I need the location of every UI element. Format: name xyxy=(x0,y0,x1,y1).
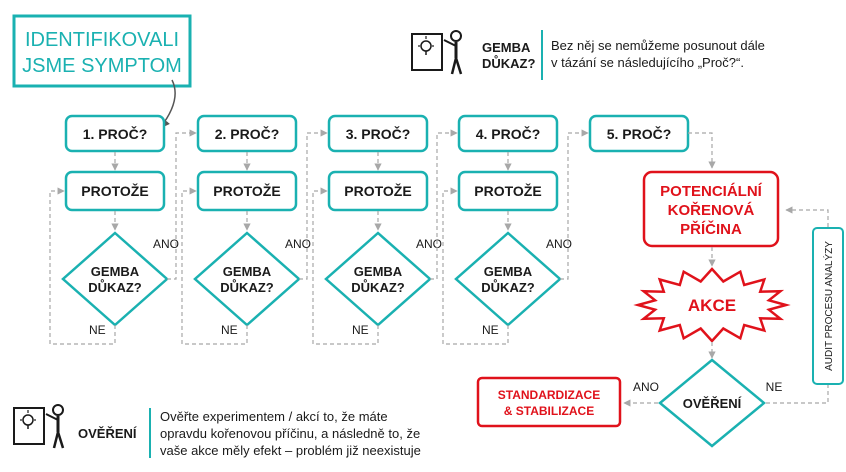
action-label: AKCE xyxy=(688,296,736,315)
because-1-box: PROTOŽE xyxy=(64,170,166,212)
because-3-label: PROTOŽE xyxy=(344,182,411,199)
standardize-box: STANDARDIZACE & STABILIZACE xyxy=(476,376,622,428)
gemba-yes-connector xyxy=(299,129,328,280)
gemba-4-line2: DŮKAZ? xyxy=(481,279,534,295)
because-4-box: PROTOŽE xyxy=(457,170,559,212)
gemba-3-line2: DŮKAZ? xyxy=(351,279,404,295)
gemba-yes-connector xyxy=(560,129,589,280)
because-2-label: PROTOŽE xyxy=(213,182,280,199)
why-5-box: 5. PROČ? xyxy=(588,114,690,153)
gemba-legend-label-2: DŮKAZ? xyxy=(482,55,535,71)
audit-label: AUDIT PROCESU ANALÝZY xyxy=(822,241,835,371)
audit-box: AUDIT PROCESU ANALÝZY xyxy=(812,227,844,385)
gemba-legend: GEMBA DŮKAZ? Bez něj se nemůžeme posunou… xyxy=(411,30,765,80)
gemba-1-line1: GEMBA xyxy=(91,264,140,279)
gemba-4-no-label: NE xyxy=(482,323,499,337)
gemba-1-no-label: NE xyxy=(89,323,106,337)
symptom-line2: JSME SYMPTOM xyxy=(22,55,182,77)
gemba-legend-desc-1: Bez něj se nemůžeme posunout dále xyxy=(551,38,765,53)
symptom-line1: IDENTIFIKOVALI xyxy=(25,29,179,51)
verify-legend: OVĚŘENÍ Ověřte experimentem / akcí to, ž… xyxy=(13,404,421,458)
because-1-label: PROTOŽE xyxy=(81,182,148,199)
gemba-3-no-label: NE xyxy=(352,323,369,337)
verify-diamond: OVĚŘENÍ xyxy=(658,358,766,448)
standardize-line1: STANDARDIZACE xyxy=(498,388,600,402)
because-4-label: PROTOŽE xyxy=(474,182,541,199)
gemba-yes-connector xyxy=(430,129,458,280)
gemba-2-yes-label: ANO xyxy=(285,237,311,251)
gemba-no-connector xyxy=(312,187,379,345)
why5-to-root-connector xyxy=(688,132,716,169)
verify-no-label: NE xyxy=(766,380,783,394)
root-cause-line1: POTENCIÁLNÍ xyxy=(660,183,763,200)
gemba-3-line1: GEMBA xyxy=(354,264,403,279)
gemba-2-line1: GEMBA xyxy=(223,264,272,279)
gemba-1-line2: DŮKAZ? xyxy=(88,279,141,295)
gemba-legend-desc-2: v tázání se následujícího „Proč?“. xyxy=(551,55,744,70)
gemba-no-connector xyxy=(181,187,248,345)
verify-legend-desc-2: opravdu kořenovou příčinu, a následně to… xyxy=(160,426,420,441)
verify-legend-desc-1: Ověřte experimentem / akcí to, že máte xyxy=(160,409,388,424)
why-3-label: 3. PROČ? xyxy=(346,125,411,142)
verify-label: OVĚŘENÍ xyxy=(683,396,742,411)
verify-legend-label: OVĚŘENÍ xyxy=(78,426,137,441)
gemba-legend-label-1: GEMBA xyxy=(482,40,531,55)
verify-yes-label: ANO xyxy=(633,380,659,394)
root-cause-line2: KOŘENOVÁ xyxy=(668,201,755,219)
why-4-box: 4. PROČ? xyxy=(457,114,559,153)
gemba-4-line1: GEMBA xyxy=(484,264,533,279)
action-burst: AKCE xyxy=(633,267,791,343)
why-1-label: 1. PROČ? xyxy=(83,125,148,142)
verify-no-connector xyxy=(766,206,829,404)
why-5-label: 5. PROČ? xyxy=(607,125,672,142)
why-2-box: 2. PROČ? xyxy=(196,114,298,153)
presenter-icon xyxy=(13,404,65,449)
gemba-1-yes-label: ANO xyxy=(153,237,179,251)
gemba-2-no-label: NE xyxy=(221,323,238,337)
why-1-box: 1. PROČ? xyxy=(64,114,166,153)
gemba-3-yes-label: ANO xyxy=(416,237,442,251)
standardize-line2: & STABILIZACE xyxy=(504,404,594,418)
gemba-yes-connector xyxy=(167,129,197,280)
symptom-box: IDENTIFIKOVALI JSME SYMPTOM xyxy=(12,14,192,88)
because-2-box: PROTOŽE xyxy=(196,170,298,212)
root-cause-line3: PŘÍČINA xyxy=(680,220,742,238)
why-2-label: 2. PROČ? xyxy=(215,125,280,142)
gemba-no-connector xyxy=(442,187,509,345)
gemba-no-connector xyxy=(49,187,116,345)
why-4-label: 4. PROČ? xyxy=(476,125,541,142)
presenter-icon xyxy=(411,30,463,75)
gemba-2-line2: DŮKAZ? xyxy=(220,279,273,295)
root-cause-box: POTENCIÁLNÍ KOŘENOVÁ PŘÍČINA xyxy=(642,170,780,248)
gemba-4-yes-label: ANO xyxy=(546,237,572,251)
why-3-box: 3. PROČ? xyxy=(327,114,429,153)
verify-legend-desc-3: vaše akce měly efekt – problém již neexi… xyxy=(160,443,421,458)
because-3-box: PROTOŽE xyxy=(327,170,429,212)
